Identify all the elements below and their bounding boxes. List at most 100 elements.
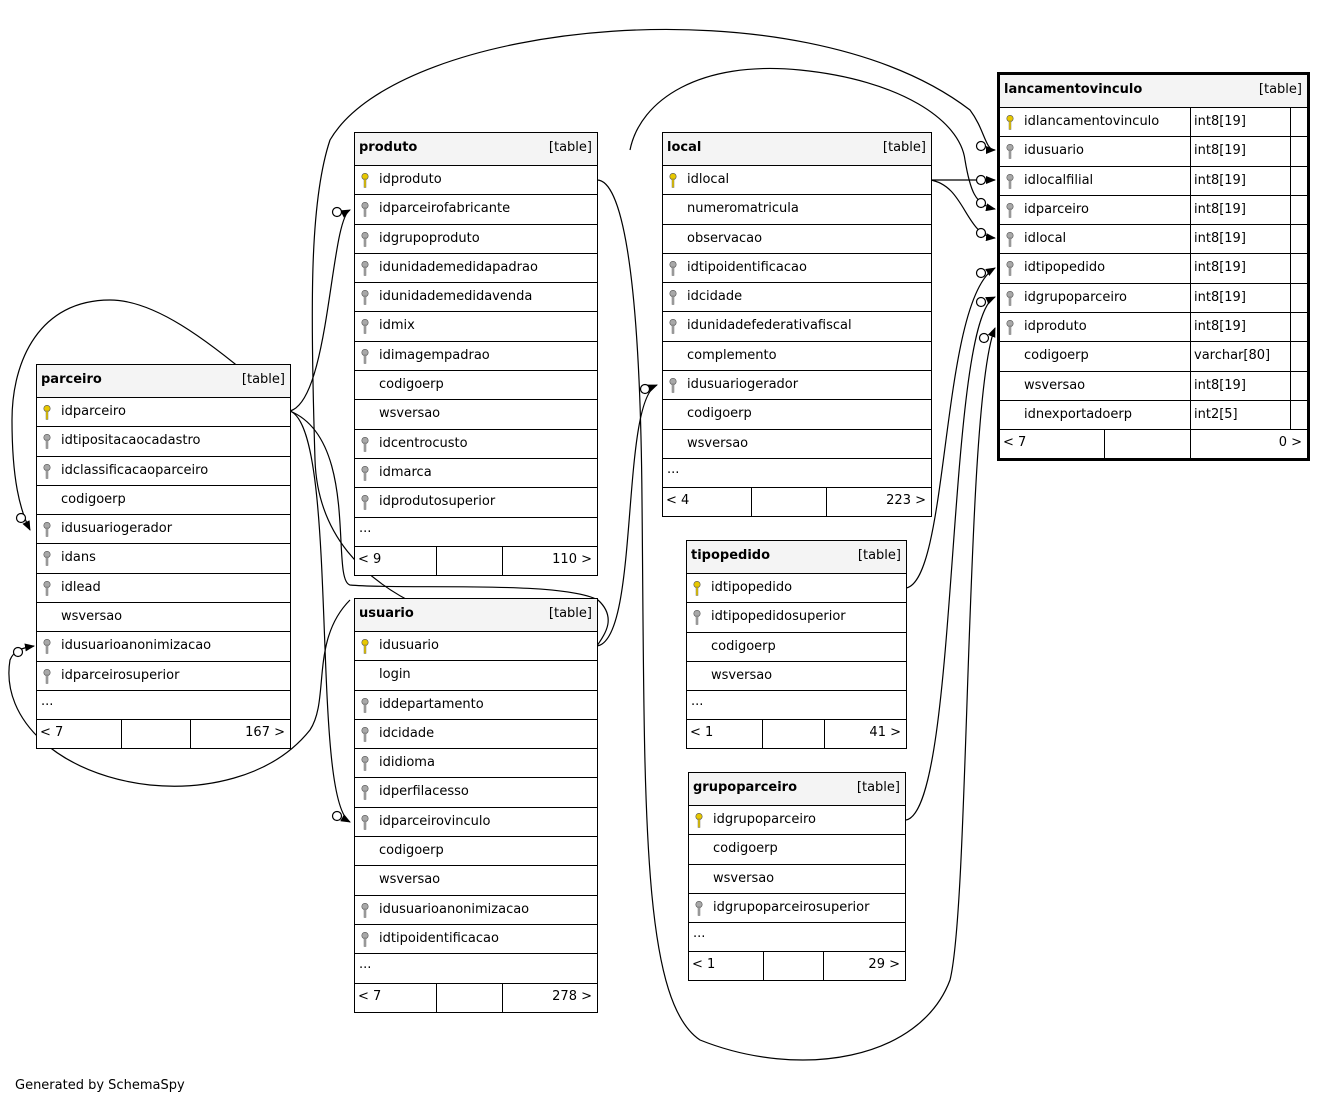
column-row[interactable]: idtipoidentificacao [355,925,597,955]
column-row[interactable]: wsversao [689,865,905,894]
edge-usuario-parceiroanon [8,599,351,787]
foreign-key-icon [43,580,51,596]
column-name: idcidade [379,725,435,741]
children-count[interactable]: 0 > [1278,435,1302,451]
column-name: codigoerp [687,406,752,422]
column-row[interactable]: idunidademedidavenda [355,283,597,313]
children-count[interactable]: 29 > [868,957,900,973]
column-row[interactable]: login [355,661,597,691]
column-row[interactable]: codigoerp [663,400,931,430]
parents-count[interactable]: < 7 [40,725,64,741]
edge-grupoparceiro-lanc [905,296,996,821]
parents-count[interactable]: < 9 [358,551,382,567]
foreign-key-icon [361,902,369,918]
column-row[interactable]: idlead [37,574,290,604]
column-row[interactable]: idmix [355,312,597,342]
column-row[interactable]: idparceirofabricante [355,195,597,225]
column-row[interactable]: idparceirovinculo [355,808,597,838]
column-row[interactable]: idproduto [355,166,597,196]
column-row[interactable]: idunidadefederativafiscal [663,312,931,342]
column-row[interactable]: iddepartamento [355,691,597,720]
column-row[interactable]: idmarca [355,459,597,489]
column-name: wsversao [687,435,749,451]
column-row[interactable]: observacao [663,225,931,254]
column-row[interactable]: idusuariogerador [663,371,931,401]
column-row[interactable]: idprodutosuperior [355,488,597,518]
column-row[interactable]: wsversao [355,866,597,896]
column-row[interactable]: idgrupoparceiro [689,806,905,836]
column-row[interactable]: codigoerp [355,837,597,867]
column-row[interactable]: idgrupoproduto [355,225,597,254]
column-row[interactable]: idusuarioanonimizacao [37,632,290,662]
foreign-key-icon [361,814,369,830]
column-row[interactable]: codigoerp [689,835,905,865]
table-header: parceiro [table] [37,365,290,398]
parents-count[interactable]: < 7 [358,988,382,1004]
column-row[interactable]: codigoerp [37,486,290,516]
column-row[interactable]: wsversao [37,603,290,633]
footer-divider [763,952,764,981]
children-count[interactable]: 41 > [869,725,901,741]
children-count[interactable]: 223 > [886,493,926,509]
children-count[interactable]: 278 > [552,988,592,1004]
children-count[interactable]: 110 > [552,551,592,567]
column-row[interactable]: idcidade [663,283,931,313]
column-row[interactable]: idans [37,544,290,574]
column-name: idusuarioanonimizacao [61,638,212,654]
column-row[interactable]: wsversao [687,662,906,692]
column-row[interactable]: numeromatricula [663,195,931,225]
column-row[interactable]: idtipopedido [687,574,906,604]
column-name: wsversao [711,667,773,683]
column-row[interactable]: codigoerp [687,633,906,662]
parents-count[interactable]: < 4 [666,493,690,509]
column-row[interactable]: idtipopedidosuperior [687,603,906,633]
column-row[interactable]: wsversao [355,400,597,430]
column-row[interactable]: idusuarioanonimizacao [355,896,597,925]
column-row[interactable]: idunidademedidapadrao [355,254,597,284]
column-row[interactable]: idparceiro [37,398,290,428]
column-row[interactable]: idimagempadrao [355,342,597,372]
table-produto[interactable]: produto [table] idproduto idparceirofabr… [354,132,598,576]
column-row[interactable]: idcentrocusto [355,430,597,459]
column-row[interactable]: idperfilacesso [355,778,597,808]
column-row[interactable]: idtipoidentificacao [663,254,931,284]
column-row[interactable]: ididioma [355,749,597,779]
column-row[interactable]: complemento [663,342,931,372]
column-row[interactable]: codigoerp [355,371,597,401]
table-parceiro[interactable]: parceiro [table] idparceiro idtipositaca… [36,364,291,750]
column-row[interactable]: idparceirosuperior [37,662,290,691]
column-type: int2[5] [1190,400,1290,430]
table-header: tipopedido [table] [687,541,906,574]
column-row[interactable]: idtipositacaocadastro [37,427,290,457]
column-row[interactable]: idcidade [355,720,597,750]
foreign-key-icon [43,551,51,567]
column-row[interactable]: idgrupoparceirosuperior [689,894,905,924]
column-row[interactable]: idusuariogerador [37,515,290,545]
table-lancamentovinculo[interactable]: lancamentovinculo [table] idlancamentovi… [997,72,1310,462]
column-row[interactable]: idusuario [355,632,597,662]
parents-count[interactable]: < 7 [1003,435,1027,451]
column-row[interactable]: idlocal [663,166,931,196]
column-name: idproduto [1024,319,1087,335]
edge-tipopedido-lanc [905,267,996,589]
column-row[interactable]: idclassificacaoparceiro [37,457,290,486]
parents-count[interactable]: < 1 [692,957,716,973]
column-row[interactable]: wsversao [663,430,931,459]
table-tipopedido[interactable]: tipopedido [table] idtipopedido idtipope… [686,540,907,750]
children-count[interactable]: 167 > [245,725,285,741]
parents-count[interactable]: < 1 [690,725,714,741]
